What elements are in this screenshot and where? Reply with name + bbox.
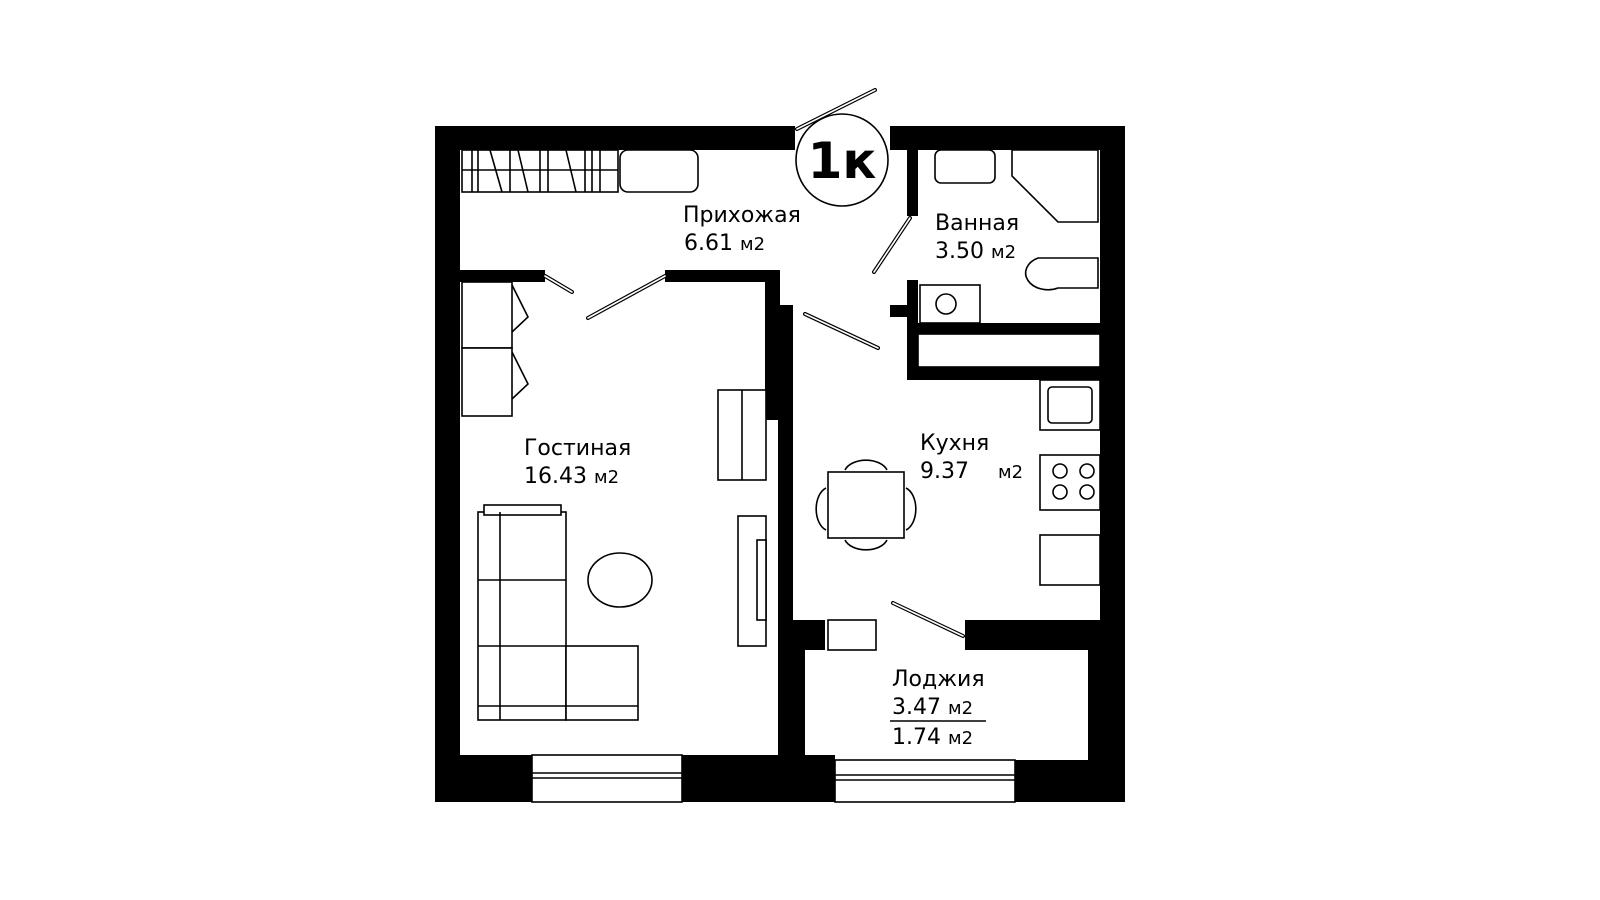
room-area: 16.43 м2 [524,464,619,489]
room-name: Кухня [920,431,989,456]
room-hallway: Прихожая 6.61 м2 [683,203,801,256]
apartment-type-badge: 1к [795,113,889,207]
room-name: Лоджия [892,667,985,692]
room-area-reduced: 1.74 м2 [892,725,973,750]
room-unit: м2 [998,462,1023,483]
doors [543,88,965,638]
room-bathroom: Ванная 3.50 м2 [935,211,1019,264]
room-name: Ванная [935,211,1019,236]
room-loggia: Лоджия 3.47 м2 1.74 м2 [890,667,986,750]
badge-text: 1к [808,132,877,190]
room-name: Гостиная [524,436,631,461]
room-area: 3.47 м2 [892,695,973,720]
room-area: 3.50 м2 [935,239,1016,264]
room-area: 9.37 [920,459,969,484]
windows [531,754,1016,803]
room-area: 6.61 м2 [684,231,765,256]
room-name: Прихожая [683,203,801,228]
walls [435,126,1125,802]
furniture [461,149,1101,721]
room-living: Гостиная 16.43 м2 [524,436,631,489]
room-kitchen: Кухня 9.37 м2 [920,431,1023,484]
